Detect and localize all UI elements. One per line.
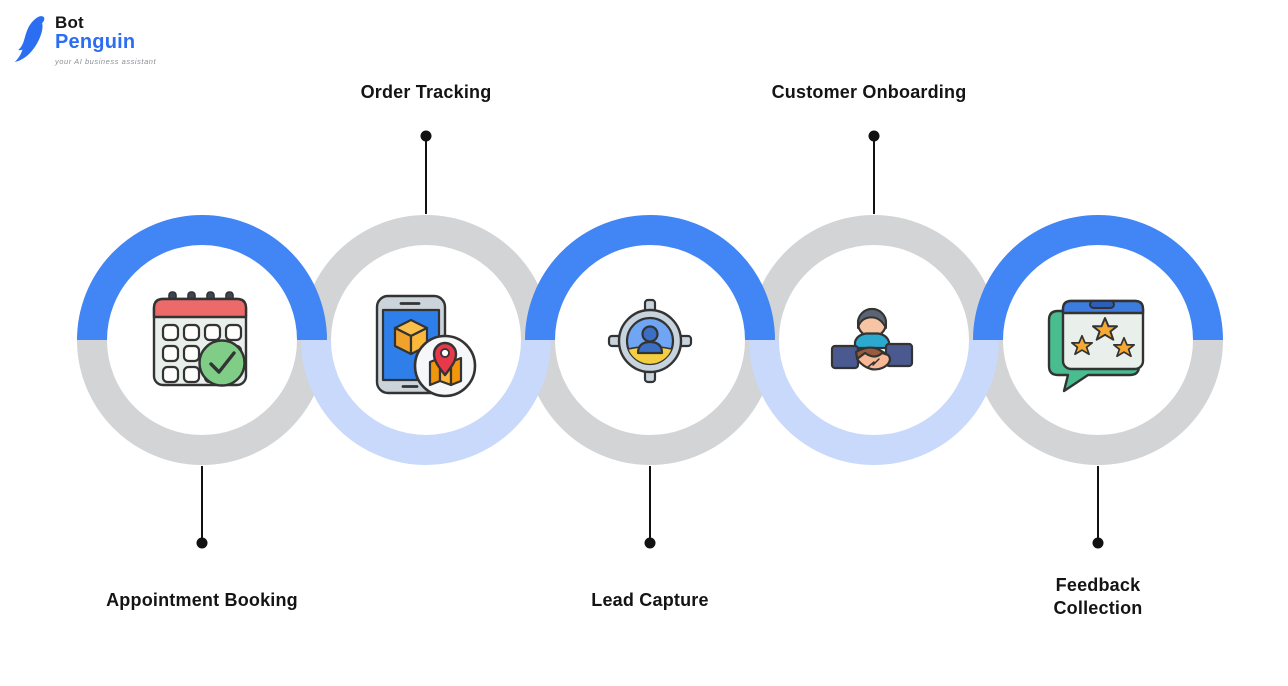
phone-package-location-icon xyxy=(375,294,477,398)
ring-bottom-lead-capture xyxy=(525,339,775,465)
penguin-icon xyxy=(14,16,45,63)
ring-top-appointment-booking xyxy=(77,215,327,341)
ring-bottom-appointment-booking xyxy=(77,339,327,465)
ring-top-feedback-collection xyxy=(973,215,1223,341)
botpenguin-logo: Bot Penguin your AI business assistant xyxy=(14,14,156,66)
label-lead-capture: Lead Capture xyxy=(591,590,709,610)
logo-bot-text: Bot xyxy=(55,13,84,32)
label-customer-onboarding: Customer Onboarding xyxy=(771,82,967,102)
ring-top-customer-onboarding xyxy=(749,215,999,341)
feedback-stars-icon xyxy=(1047,299,1145,393)
ring-top-lead-capture xyxy=(525,215,775,341)
connectors xyxy=(196,130,1104,549)
label-appointment-booking: Appointment Booking xyxy=(106,590,298,610)
connector-dot xyxy=(196,537,208,549)
label-order-tracking: Order Tracking xyxy=(360,82,492,102)
ring-bottom-customer-onboarding xyxy=(749,339,999,465)
connector-dot xyxy=(1092,537,1104,549)
logo-tagline: your AI business assistant xyxy=(55,57,157,66)
ring-bottom-feedback-collection xyxy=(973,339,1223,465)
logo-penguin-text: Penguin xyxy=(55,31,136,53)
connector-dot xyxy=(644,537,656,549)
ring-bottom-order-tracking xyxy=(301,339,551,465)
label-feedback-collection: Feedback Collection xyxy=(1053,575,1143,618)
lead-target-person-icon xyxy=(607,298,693,384)
ring-top-order-tracking xyxy=(301,215,551,341)
handshake-icon xyxy=(830,307,914,371)
calendar-check-icon xyxy=(152,291,248,387)
ring-arcs xyxy=(77,215,1223,465)
connector-dot xyxy=(420,130,432,142)
connector-dot xyxy=(868,130,880,142)
